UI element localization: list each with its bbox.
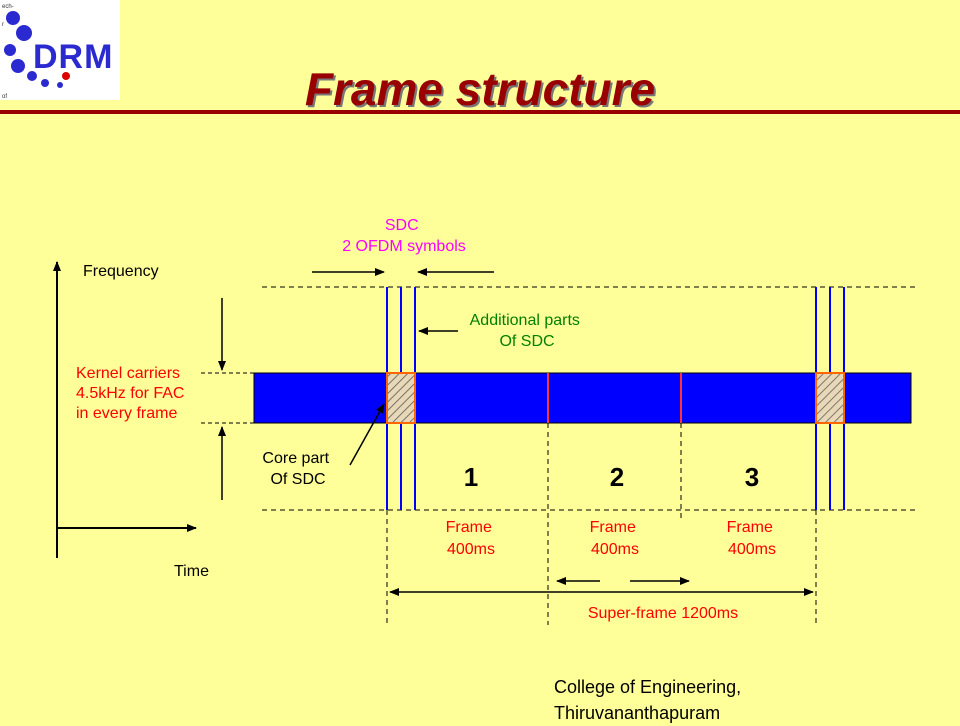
footer-institution: College of Engineering, Thiruvananthapur…	[554, 674, 741, 726]
logo-small-text-1: ech-	[2, 4, 14, 10]
slide-title: Frame structure	[304, 63, 656, 115]
logo-small-text-3: of	[2, 94, 7, 100]
frame-number-2: 2	[610, 462, 624, 492]
logo-text: DRM	[33, 38, 114, 76]
core-part-arrow	[349, 403, 385, 466]
footer-line-2: Thiruvananthapuram	[554, 703, 721, 723]
core-part-label: Core part Of SDC	[262, 450, 333, 488]
time-label: Time	[174, 563, 209, 580]
sdc-label: SDC 2 OFDM symbols	[342, 217, 466, 255]
kernel-carriers-label: Kernel carriers 4.5kHz for FAC in every …	[76, 365, 189, 422]
frequency-label: Frequency	[83, 263, 159, 280]
superframe-label: Super-frame 1200ms	[588, 605, 738, 622]
title-underline	[0, 110, 960, 114]
frame-number-1: 1	[464, 462, 478, 492]
logo-small-text-2: r	[2, 22, 4, 28]
frame-label-1: Frame 400ms	[446, 519, 497, 558]
kernel-band	[253, 372, 912, 424]
additional-parts-label: Additional parts Of SDC	[470, 312, 585, 350]
frame-label-2: Frame 400ms	[590, 519, 641, 558]
frame-number-3: 3	[745, 462, 759, 492]
core-sdc-box-left	[386, 372, 416, 424]
frame-label-3: Frame 400ms	[727, 519, 778, 558]
drm-logo: ech- r of DRM	[0, 0, 120, 100]
core-sdc-box-right	[815, 372, 845, 424]
logo-dots-icon: ech- r of	[2, 4, 70, 100]
footer-line-1: College of Engineering,	[554, 677, 742, 697]
